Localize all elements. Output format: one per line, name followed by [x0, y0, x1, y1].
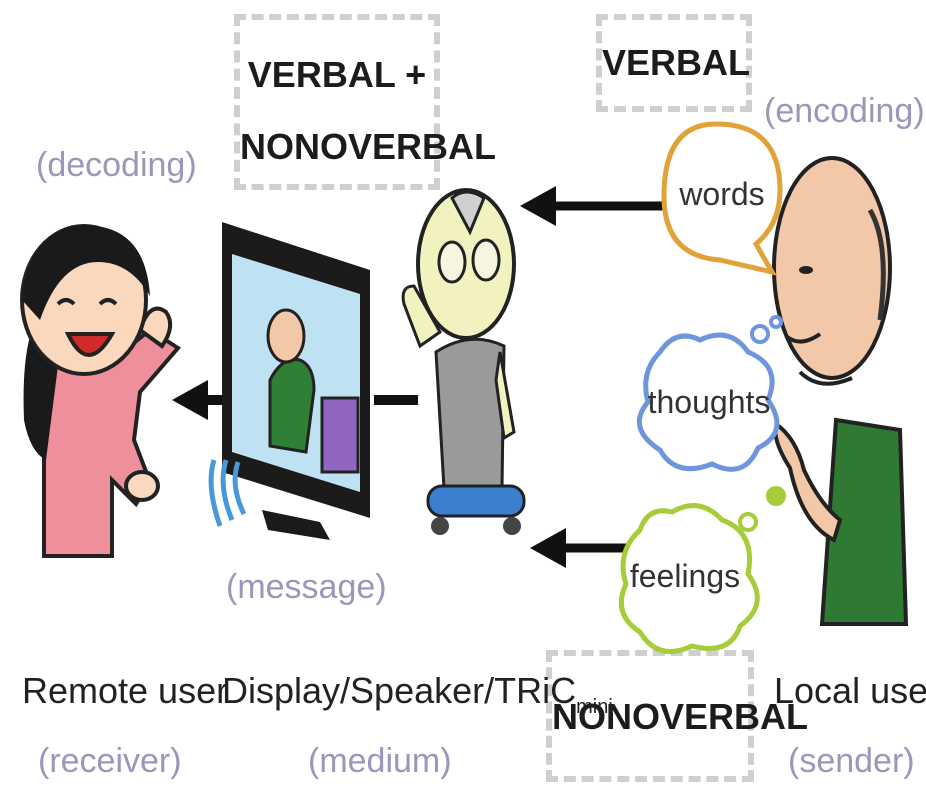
medium-caption-subscript: mini	[576, 696, 613, 718]
feelings-bubble	[618, 503, 760, 655]
thoughts-bubble	[637, 315, 783, 472]
medium-caption: Display/Speaker/TRiCmini	[222, 670, 613, 719]
verbal-nonverbal-line1: VERBAL +	[247, 54, 427, 95]
arrow-display-to-remote-user	[172, 380, 222, 420]
words-bubble-text: words	[679, 176, 765, 212]
thoughts-bubble-text: thoughts	[647, 384, 771, 420]
arrow-words-to-robot	[520, 186, 668, 226]
local-user-caption: Local user	[774, 670, 926, 711]
medium-label: (medium)	[308, 742, 452, 780]
verbal-box-text: VERBAL	[602, 42, 751, 83]
tric-mini-robot	[401, 188, 526, 535]
sender-label: (sender)	[788, 742, 915, 780]
encoding-label: (encoding)	[764, 92, 925, 130]
remote-user-caption: Remote user	[22, 670, 229, 711]
medium-caption-main: Display/Speaker/TRiC	[222, 670, 577, 711]
verbal-box: VERBAL	[596, 14, 752, 112]
arrow-feelings-to-robot	[530, 528, 630, 568]
feelings-bubble-text: feelings	[629, 558, 741, 594]
receiver-label: (receiver)	[38, 742, 182, 780]
decoding-label: (decoding)	[36, 146, 197, 184]
message-label: (message)	[226, 568, 387, 606]
display-monitor	[208, 222, 370, 540]
local-user-figure	[766, 156, 909, 626]
remote-user-figure	[20, 224, 182, 558]
words-bubble	[661, 121, 783, 276]
